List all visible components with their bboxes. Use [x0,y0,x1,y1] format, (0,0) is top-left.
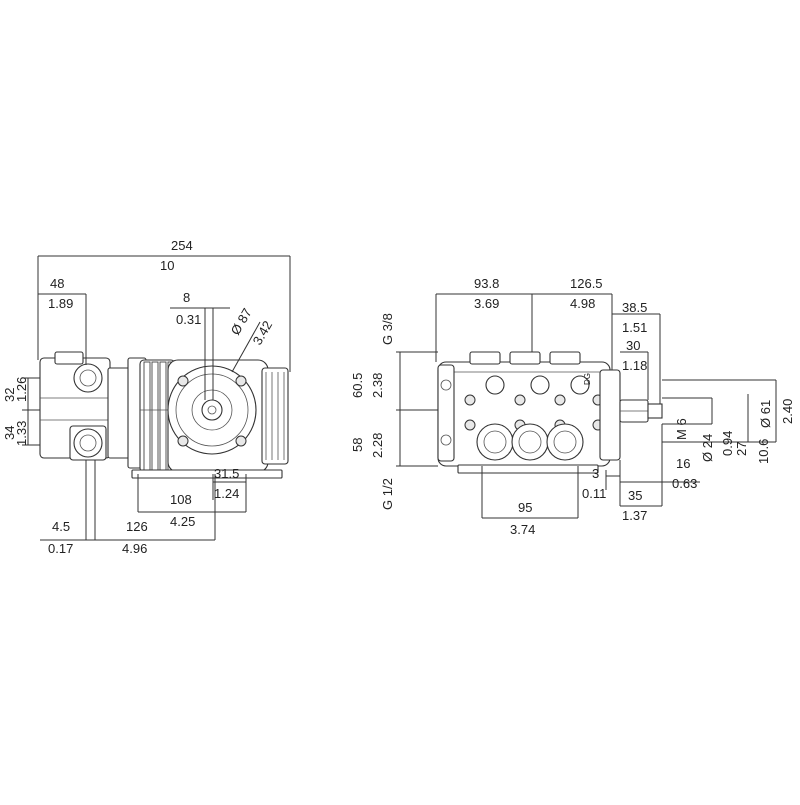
side-view-body [39,351,289,479]
thread-top: G 3/8 [380,313,395,345]
dim-35-mm: 35 [628,488,642,503]
dim-60-5-mm: 60.5 [350,373,365,398]
dim-16-in: 0.63 [672,476,697,491]
dim-diameter-61-mm: Ø 61 [758,400,773,428]
dim-38-5-mm: 38.5 [622,300,647,315]
dim-93-8-mm: 93.8 [474,276,499,291]
valve-plugs [476,423,584,461]
dim-diameter-61-in: 2.40 [780,399,795,424]
dim-31-5-in: 1.24 [214,486,239,501]
front-view: DG [350,276,795,537]
dim-95-in: 3.74 [510,522,535,537]
dim-126-5-in: 4.98 [570,296,595,311]
cover-bolt [177,375,189,387]
dim-34-mm: 34 [2,426,17,440]
shaft-end [201,399,223,421]
dim-58-in: 2.28 [370,433,385,458]
dim-30-in: 1.18 [622,358,647,373]
dim-3-in: 0.11 [582,486,606,501]
dim-35-in: 1.37 [622,508,647,523]
dim-108-in: 4.25 [170,514,195,529]
side-view-labels: 254 10 48 1.89 8 0.31 Ø 87 3.42 32 1.26 … [2,238,275,556]
dim-48-in: 1.89 [48,296,73,311]
dim-diameter-24-in: 0.94 [720,431,735,456]
dim-126-5-mm: 126.5 [570,276,603,291]
dim-overall-in: 10 [160,258,174,273]
side-view: 254 10 48 1.89 8 0.31 Ø 87 3.42 32 1.26 … [2,238,291,556]
dim-diameter-24-mm: Ø 24 [700,434,715,462]
dim-60-5-in: 2.38 [370,373,385,398]
dim-126-in: 4.96 [122,541,147,556]
dim-93-8-in: 3.69 [474,296,499,311]
thread-bottom: G 1/2 [380,478,395,510]
front-view-labels: 93.8 3.69 126.5 4.98 38.5 1.51 30 1.18 G… [350,276,795,537]
dim-diameter-in: 3.42 [250,318,276,347]
dim-3-mm: 3 [592,466,599,481]
dim-overall-mm: 254 [171,238,193,253]
dim-34-in: 1.33 [14,421,29,446]
cover-bolt [235,435,247,447]
dim-38-5-in: 1.51 [622,320,647,335]
housing-mark: DG [583,373,592,385]
dim-58-mm: 58 [350,438,365,452]
dim-31-5-mm: 31.5 [214,466,239,481]
front-view-body: DG [437,351,663,474]
dim-48-mm: 48 [50,276,64,291]
front-view-dimensions [396,293,777,519]
dim-diameter-mm: Ø 87 [228,306,255,338]
dim-32-mm: 32 [2,388,17,402]
side-view-dimensions [22,255,291,541]
cover-bolt [235,375,247,387]
dim-4-5-in: 0.17 [48,541,73,556]
dim-shaft-mm: 8 [183,290,190,305]
dim-27-mm: 27 [734,442,749,456]
dim-16-mm: 16 [676,456,690,471]
dim-shaft-in: 0.31 [176,312,201,327]
dim-10-6-mm: 10.6 [756,439,771,464]
dim-108-mm: 108 [170,492,192,507]
dim-30-mm: 30 [626,338,640,353]
dim-4-5-mm: 4.5 [52,519,70,534]
shaft-key [647,403,663,419]
dim-m6: M 6 [674,418,689,440]
dim-95-mm: 95 [518,500,532,515]
dim-126-mm: 126 [126,519,148,534]
dim-32-in: 1.26 [14,377,29,402]
cover-bolt [177,435,189,447]
